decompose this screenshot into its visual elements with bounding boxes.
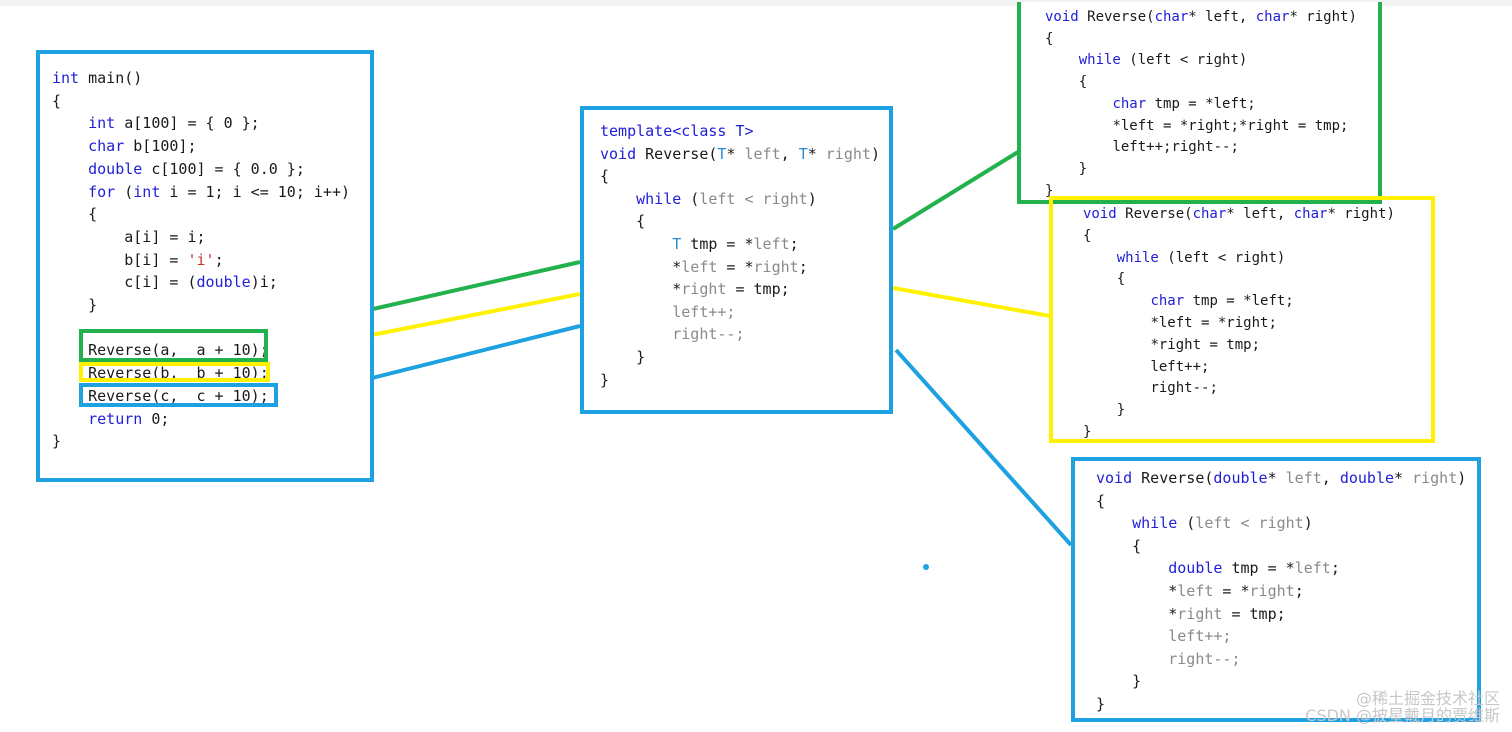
call-reverse-b: Reverse(b, b + 10); — [88, 364, 269, 383]
template-function-box — [580, 106, 893, 414]
yellow-link-char — [892, 286, 1051, 318]
blue-call-highlight — [79, 383, 278, 407]
watermark-line-2: CSDN @披星戴月的贾维斯 — [1305, 706, 1500, 725]
call-reverse-c: Reverse(c, c + 10); — [88, 386, 269, 405]
stray-dot — [923, 564, 929, 570]
char-code: void Reverse(char* left, char* right){ w… — [1045, 9, 1357, 199]
double-code: void Reverse(double* left, double* right… — [1096, 469, 1467, 713]
top-strip — [0, 0, 1512, 6]
yellow-call-highlight — [79, 362, 270, 382]
char-code-2: void Reverse(char* left, char* right){ w… — [1083, 206, 1395, 440]
watermark: @稀土掘金技术社区 CSDN @披星戴月的贾维斯 — [1305, 690, 1500, 724]
double-instantiation-box — [1071, 457, 1481, 722]
char-instantiation-box-2 — [1049, 196, 1435, 443]
green-link-char — [891, 150, 1020, 231]
main-function-box — [36, 50, 374, 482]
char-instantiation-box — [1017, 2, 1382, 204]
green-call-highlight — [79, 329, 268, 362]
blue-link-double — [894, 348, 1073, 547]
main-code: int main(){ int a[100] = { 0 }; char b[1… — [52, 69, 351, 451]
watermark-line-1: @稀土掘金技术社区 — [1355, 689, 1500, 708]
kw-int: int — [52, 69, 80, 87]
template-code: template<class T>void Reverse(T* left, T… — [600, 122, 880, 389]
call-reverse-a: Reverse(a, a + 10); — [88, 341, 269, 360]
